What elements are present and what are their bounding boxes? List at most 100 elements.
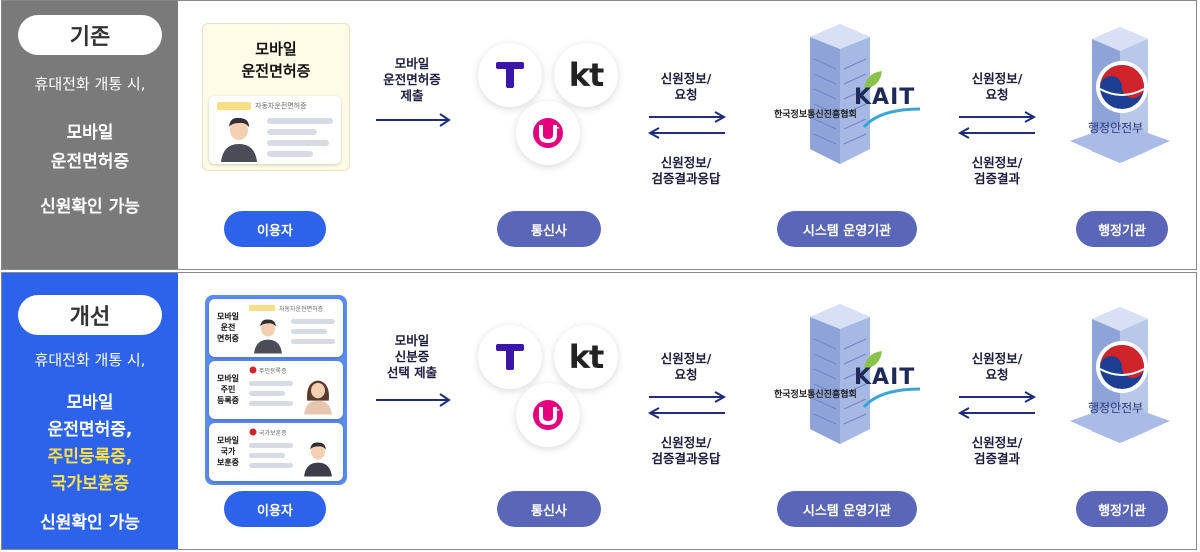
skt-t-icon: [496, 344, 524, 370]
submit-label-1: 모바일: [394, 56, 430, 71]
kait-swoosh-icon: [862, 387, 921, 409]
license-inner-card: 자동차운전면허증: [209, 96, 341, 164]
result2-label-1: 신원정보/: [971, 155, 1023, 170]
license-line: [267, 140, 329, 146]
kait-swoosh-icon: [862, 107, 921, 129]
request2-label-2: 요청: [985, 87, 1009, 102]
emblem-icon: [249, 428, 257, 436]
building-icon: [810, 304, 870, 444]
kait-subtitle: 한국정보통신진흥협회: [774, 390, 857, 400]
double-arrow-icon: [647, 391, 727, 419]
id-card-line: [249, 443, 293, 448]
kait-logo: KAIT: [854, 365, 916, 390]
role-user: 이용자: [224, 491, 326, 527]
after-desc-1: 휴대전화 개통 시,: [34, 351, 146, 369]
id-card-license: 모바일 운전 면허증 자동차운전면허증: [209, 299, 343, 357]
gov-label: 행정안전부: [1088, 121, 1144, 135]
taegeuk-icon: [1099, 345, 1145, 389]
id-card-line: [291, 329, 327, 334]
request-label-1: 신원정보/: [660, 71, 712, 86]
after-desc-2: 모바일: [66, 393, 114, 413]
id-card-label-2: 국가: [220, 447, 236, 456]
role-admin: 행정기관: [1076, 491, 1168, 527]
lgu-logo: +: [516, 383, 580, 447]
license-line: [267, 151, 313, 157]
lgu-icon: +: [533, 118, 563, 148]
id-card-line: [291, 339, 335, 344]
id-card-line: [249, 463, 293, 468]
request2-label-1: 신원정보/: [971, 351, 1023, 366]
kt-logo: kt: [554, 43, 618, 107]
id-card-header-bar: [249, 305, 275, 311]
before-panel: 기존 휴대전화 개통 시, 모바일 운전면허증 신원확인 가능 모바일 운전면허…: [1, 0, 1197, 270]
id-card-veteran: 모바일 국가 보훈증 국가보훈증: [209, 423, 343, 481]
id-card-label-3: 면허증: [216, 334, 240, 343]
id-card-label-3: 등록증: [216, 396, 240, 405]
license-header-bar: [217, 102, 251, 110]
after-desc-5: 국가보훈증: [50, 474, 130, 494]
after-tag: 개선: [18, 295, 162, 335]
kt-logo: kt: [554, 325, 618, 389]
role-system: 시스템 운영기관: [777, 211, 917, 247]
kt-logo-text: kt: [568, 56, 605, 94]
after-desc-6: 신원확인 가능: [40, 513, 140, 533]
svg-text:+: +: [552, 405, 560, 416]
request-label-2: 요청: [674, 367, 698, 382]
id-card-header: 국가보훈증: [259, 430, 287, 437]
kait-leaf-icon: [864, 351, 882, 369]
kait-leaf-icon: [864, 71, 882, 89]
license-card: 모바일 운전면허증 자동차운전면허증: [202, 23, 350, 171]
person-icon: [254, 319, 282, 354]
id-card-line: [249, 391, 285, 396]
response-label-2: 검증결과응답: [651, 171, 721, 186]
role-user: 이용자: [224, 211, 326, 247]
before-desc-2: 모바일: [66, 123, 114, 143]
person-icon: [221, 117, 257, 162]
gov-label: 행정안전부: [1088, 401, 1144, 415]
response-label-1: 신원정보/: [660, 435, 712, 450]
arrow-right-icon: [376, 393, 451, 407]
request2-label-1: 신원정보/: [971, 71, 1023, 86]
license-title-1: 모바일: [255, 40, 297, 58]
id-card-label-1: 모바일: [216, 436, 240, 445]
request-label-1: 신원정보/: [660, 351, 712, 366]
id-card-resident: 모바일 주민 등록증 주민등록증: [209, 361, 343, 419]
arrow-right-icon: [376, 113, 451, 127]
after-sidebar: 개선 휴대전화 개통 시, 모바일 운전면허증, 주민등록증, 국가보훈증 신원…: [2, 273, 178, 549]
submit-label-1: 모바일: [394, 333, 430, 348]
lgu-icon: +: [533, 400, 563, 430]
building-icon: [810, 24, 870, 164]
before-desc-1: 휴대전화 개통 시,: [34, 75, 146, 93]
skt-logo: [478, 43, 542, 107]
role-system: 시스템 운영기관: [777, 491, 917, 527]
lgu-logo: +: [516, 101, 580, 165]
id-card-label-1: 모바일: [216, 312, 240, 321]
svg-text:+: +: [552, 123, 560, 134]
id-card-header: 주민등록증: [259, 368, 287, 375]
role-telco: 통신사: [497, 491, 601, 527]
result2-label-1: 신원정보/: [971, 435, 1023, 450]
submit-label-2: 운전면허증: [383, 72, 441, 87]
person-female-icon: [304, 380, 332, 415]
submit-label-3: 선택 제출: [386, 365, 438, 380]
license-line: [267, 129, 317, 135]
kt-logo-text: kt: [568, 338, 605, 376]
license-title-2: 운전면허증: [241, 62, 311, 80]
submit-label-3: 제출: [400, 88, 424, 103]
request-label-2: 요청: [674, 87, 698, 102]
double-arrow-icon: [957, 391, 1037, 419]
before-desc-3: 운전면허증: [50, 152, 130, 172]
before-sidebar: 기존 휴대전화 개통 시, 모바일 운전면허증 신원확인 가능: [2, 1, 178, 269]
id-card-label-3: 보훈증: [216, 458, 240, 467]
skt-logo: [478, 325, 542, 389]
result2-label-2: 검증결과: [973, 171, 1020, 186]
id-card-label-2: 주민: [220, 385, 236, 394]
response-label-1: 신원정보/: [660, 155, 712, 170]
gov-emblem: [1096, 61, 1148, 113]
before-tag: 기존: [18, 15, 162, 55]
request2-label-2: 요청: [985, 367, 1009, 382]
kait-logo: KAIT: [854, 85, 916, 110]
id-card-line: [249, 401, 293, 406]
gov-emblem: [1096, 341, 1148, 393]
after-panel: 개선 휴대전화 개통 시, 모바일 운전면허증, 주민등록증, 국가보훈증 신원…: [1, 272, 1197, 550]
